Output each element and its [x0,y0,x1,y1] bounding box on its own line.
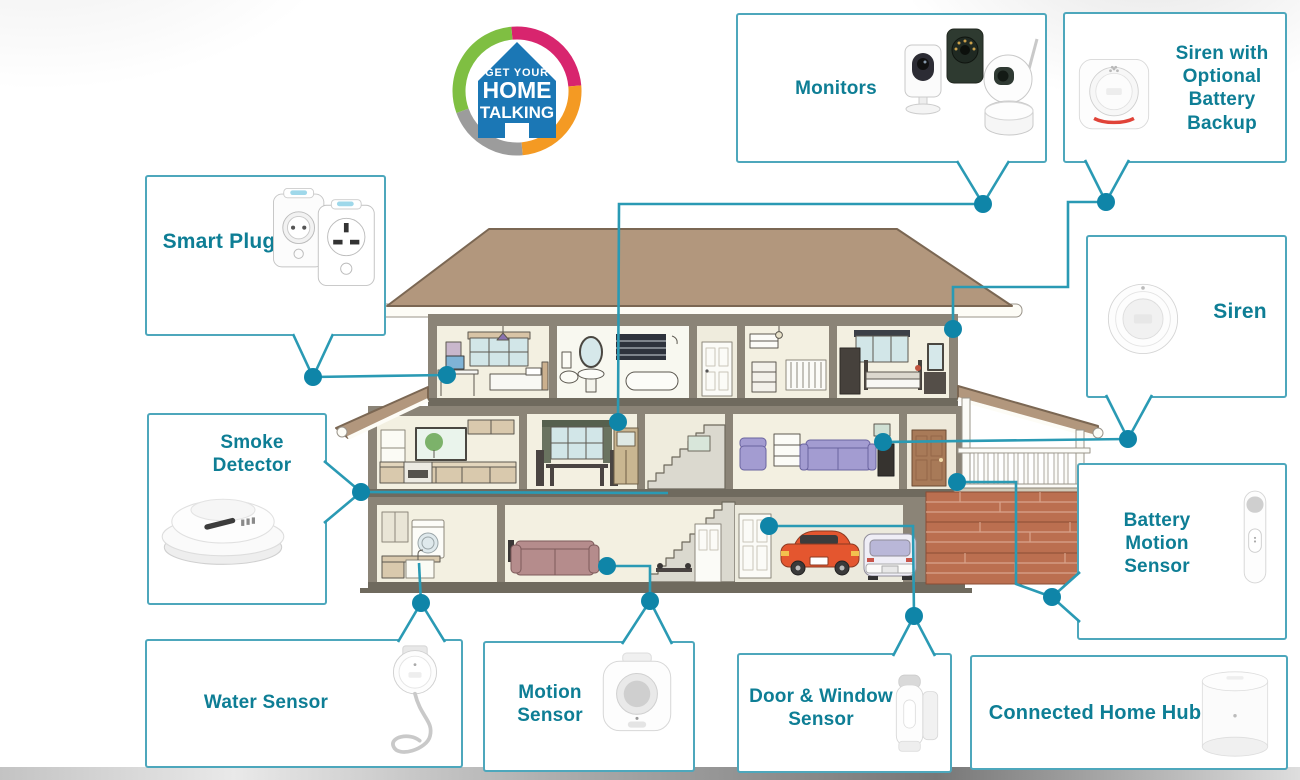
upstairs-hall [697,326,737,398]
water-sensor-image [391,645,438,754]
kitchen [377,416,519,489]
callout-home-hub: Connected Home Hub [970,655,1288,770]
siren-backup-label: Siren with Optional Battery Backup [1175,43,1269,134]
callout-smart-plug: Smart Plug [145,175,386,336]
monitors-label: Monitors [795,78,877,99]
house-roof [379,228,1023,318]
water-sensor-label: Water Sensor [203,692,329,713]
callout-smoke-detector: Smoke Detector [147,413,327,605]
family-room [505,501,736,583]
foundation [360,588,972,593]
logo-line3: TALKING [480,103,554,122]
callout-motion-sensor: Motion Sensor [483,641,695,772]
black-camera [946,28,984,84]
dining-room [527,414,639,489]
smoke-detector-label: Smoke Detector [212,432,292,477]
siren-label: Siren [1213,300,1267,323]
motion-sensor-label: Motion Sensor [517,682,583,727]
smoke-detector-image [161,498,285,565]
door-window-label: Door & Window Sensor [749,686,893,731]
battery-motion-label: Battery Motion Sensor [1123,510,1191,578]
get-your-home-talking-logo: GET YOUR HOME TALKING [452,26,582,156]
callout-siren-backup: Siren with Optional Battery Backup [1063,12,1287,163]
callout-monitors: Monitors [736,13,1047,163]
callout-water-sensor: Water Sensor [145,639,463,768]
home-hub-image [1201,671,1269,757]
logo-line1: GET YOUR [485,67,549,79]
left-lower-roof [335,386,429,440]
bathroom [557,326,689,398]
nursery [745,326,829,398]
entry [907,414,956,489]
ptz-camera [983,38,1039,136]
living-room [733,414,899,489]
battery-motion-sensor-image [1243,490,1267,584]
camera-monitors-image [904,28,1039,136]
callout-door-window: Door & Window Sensor [737,653,952,773]
motion-sensor-image [602,652,672,732]
logo-ring [452,26,582,156]
garage [735,505,917,582]
smart-plug-image [273,188,375,286]
home-hub-label: Connected Home Hub [988,702,1202,724]
bedroom-1 [437,326,549,398]
siren-square-image [1078,59,1150,130]
smart-plug-label: Smart Plug [162,230,276,253]
callout-siren: Siren [1086,235,1287,398]
laundry-room [377,505,497,582]
white-camera [904,44,942,115]
siren-round-image [1107,283,1179,354]
callout-battery-motion: Battery Motion Sensor [1077,463,1287,640]
logo-line2: HOME [483,77,552,103]
stair-hall [645,414,726,490]
door-window-sensor-image [895,674,939,752]
bottom-gradient-bar [0,767,1300,780]
white-car [863,533,917,580]
logo-house-shape [478,42,556,138]
bedroom-2 [837,326,949,398]
